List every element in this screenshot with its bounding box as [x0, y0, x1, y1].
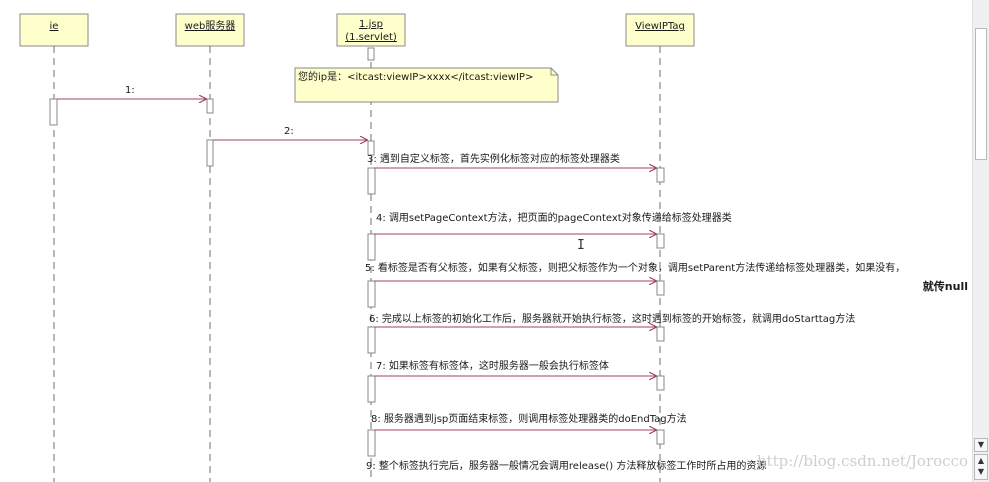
message-5-continuation: 就传null — [923, 279, 968, 293]
message-5-label: 5: 看标签是否有父标签，如果有父标签，则把父标签作为一个对象，调用setPar… — [365, 261, 905, 274]
message-1-label: 1: — [125, 85, 135, 96]
message-arrows — [57, 99, 656, 430]
watermark: http://blog.csdn.net/Jorocco — [757, 452, 968, 470]
lifeline-web-server-label: web服务器 — [185, 19, 236, 32]
lifeline-ie-label: ie — [50, 21, 59, 32]
lifeline-jsp-label-1: 1.jsp — [359, 19, 383, 30]
scrollbar-thumb[interactable] — [975, 28, 987, 160]
scroll-nav-arrows-icon[interactable]: ▲ ▼ — [974, 454, 988, 480]
note[interactable]: 您的ip是：<itcast:viewIP>xxxx</itcast:viewIP… — [294, 67, 559, 103]
lifeline-jsp[interactable]: 1.jsp (1.servlet) — [336, 13, 406, 47]
message-2-label: 2: — [284, 126, 294, 137]
lifeline-web-server[interactable]: web服务器 — [175, 13, 245, 47]
lifeline-viewiptag[interactable]: ViewIPTag — [625, 13, 695, 47]
message-6-label: 6: 完成以上标签的初始化工作后，服务器就开始执行标签，这时遇到标签的开始标签，… — [369, 312, 855, 325]
text-cursor-icon: I — [577, 238, 585, 253]
note-text: 您的ip是：<itcast:viewIP>xxxx</itcast:viewIP… — [298, 70, 533, 83]
message-4-label: 4: 调用setPageContext方法，把页面的pageContext对象传… — [376, 211, 732, 224]
lifeline-viewiptag-label: ViewIPTag — [635, 21, 685, 32]
scroll-nav-arrows: ▲ ▼ — [977, 456, 985, 476]
message-9-label: 9: 整个标签执行完后，服务器一般情况会调用release() 方法释放标签工作… — [366, 459, 766, 472]
lifeline-ie[interactable]: ie — [19, 13, 89, 47]
activation-bars — [49, 47, 665, 457]
vertical-scrollbar[interactable]: ▼ ▲ ▼ — [972, 0, 989, 482]
message-7-label: 7: 如果标签有标签体，这时服务器一般会执行标签体 — [376, 359, 609, 372]
message-3-label: 3: 遇到自定义标签，首先实例化标签对应的标签处理器类 — [367, 152, 620, 165]
scroll-down-button[interactable]: ▼ — [974, 438, 988, 452]
message-8-label: 8: 服务器遇到jsp页面结束标签，则调用标签处理器类的doEndTag方法 — [371, 412, 687, 425]
lifeline-jsp-label-2: (1.servlet) — [345, 32, 397, 43]
